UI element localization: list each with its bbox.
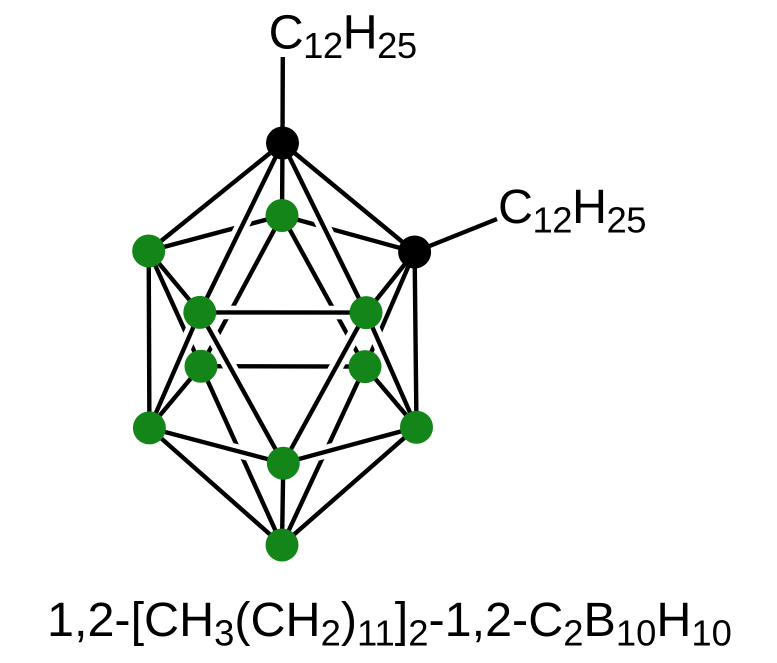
svg-text:1,2-[CH3(CH2)11]2-1,2-C2B10H10: 1,2-[CH3(CH2)11]2-1,2-C2B10H10 (47, 593, 732, 654)
svg-text:C12H25: C12H25 (269, 6, 417, 67)
svg-text:C12H25: C12H25 (498, 180, 646, 241)
